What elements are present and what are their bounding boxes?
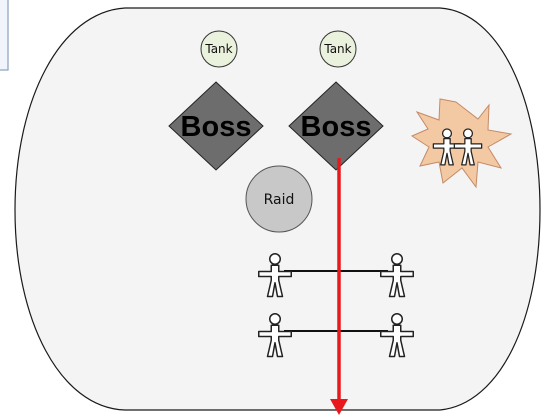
corner-panel bbox=[0, 0, 9, 71]
tank-left-marker: Tank bbox=[200, 30, 238, 68]
starburst-icon bbox=[410, 98, 513, 189]
raid-label: Raid bbox=[264, 192, 295, 208]
boss-right-marker: Boss bbox=[288, 81, 384, 171]
tank-right-marker: Tank bbox=[319, 30, 357, 68]
boss-right-label: Boss bbox=[301, 111, 372, 143]
tank-left-label: Tank bbox=[204, 42, 232, 56]
movement-arrow bbox=[330, 158, 348, 415]
boss-left-marker: Boss bbox=[168, 81, 264, 171]
tank-right-label: Tank bbox=[323, 42, 351, 56]
raid-marker: Raid bbox=[245, 165, 313, 233]
boss-left-label: Boss bbox=[181, 111, 252, 143]
